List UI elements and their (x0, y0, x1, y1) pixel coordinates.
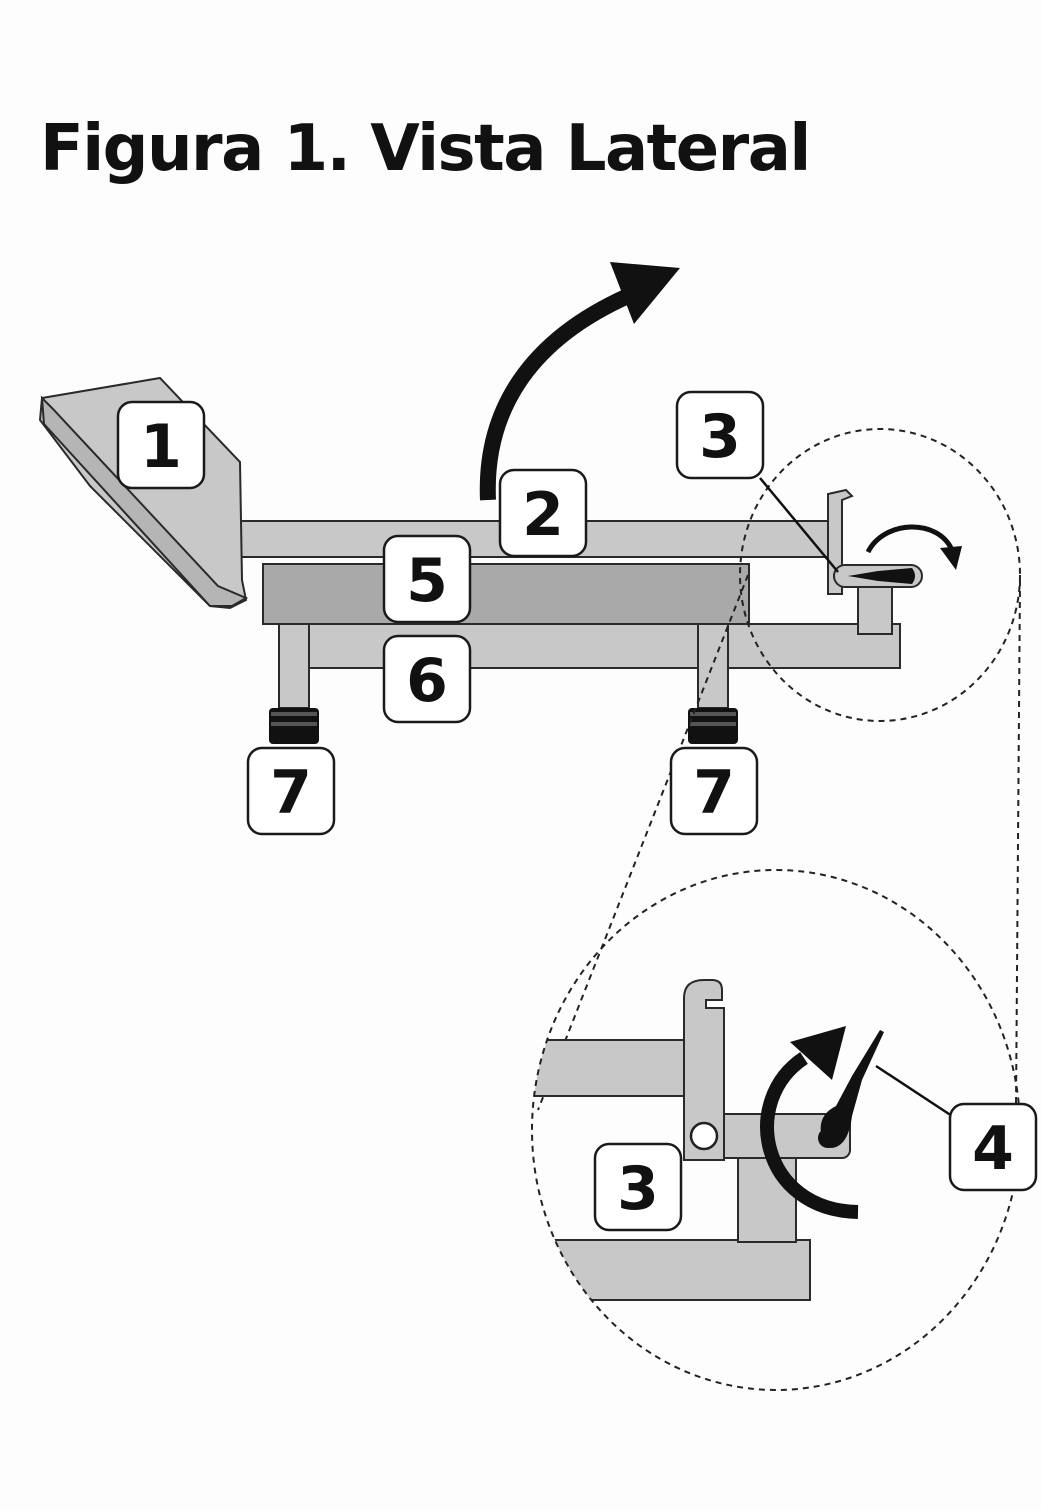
detail-circle-small (739, 428, 1021, 722)
detail-upper-rail (532, 1039, 693, 1097)
curved-up-arrow-icon (479, 262, 680, 501)
mattress-block (262, 563, 750, 625)
callout-7-right-label: 7 (693, 758, 735, 828)
hinge-post-small (857, 585, 893, 635)
detail-hinge-pin (689, 1121, 719, 1151)
callout-7-left-label: 7 (270, 758, 312, 828)
callout-1-label: 1 (140, 412, 182, 482)
connector-line-right (1015, 579, 1021, 1106)
callout-7-left: 7 (246, 746, 336, 836)
detail-view (532, 979, 884, 1301)
leader-line-3-small (759, 477, 839, 573)
figure-title: Figura 1. Vista Lateral (40, 112, 811, 186)
callout-5-label: 5 (406, 546, 448, 616)
callout-6-label: 6 (406, 646, 448, 716)
callout-7-right: 7 (669, 746, 759, 836)
detail-lower-rail (532, 1239, 811, 1301)
callout-1: 1 (116, 400, 206, 490)
callout-3-detail-label: 3 (617, 1154, 659, 1224)
detail-hinge-bracket (683, 979, 725, 1161)
clockwise-rotate-icon (865, 524, 962, 570)
detail-post (737, 1149, 797, 1243)
lever-small-grip (848, 568, 915, 584)
connector-line-left (537, 574, 749, 1111)
detail-lever-handle (820, 1030, 884, 1148)
callout-4: 4 (948, 1102, 1038, 1192)
callout-5: 5 (382, 534, 472, 624)
callout-4-label: 4 (972, 1114, 1014, 1184)
callout-6: 6 (382, 634, 472, 724)
callout-3-detail: 3 (593, 1142, 683, 1232)
callout-3-small-label: 3 (699, 402, 741, 472)
leg-left (278, 623, 310, 709)
leg-right (697, 623, 729, 709)
callout-2: 2 (498, 468, 588, 558)
wheel-right (688, 708, 738, 744)
backrest-edge (40, 395, 249, 607)
callout-3-small: 3 (675, 390, 765, 480)
callout-2-label: 2 (522, 480, 564, 550)
clockwise-rotate-icon-large (760, 1026, 859, 1219)
wheel-left (269, 708, 319, 744)
leader-line-4 (875, 1064, 953, 1118)
